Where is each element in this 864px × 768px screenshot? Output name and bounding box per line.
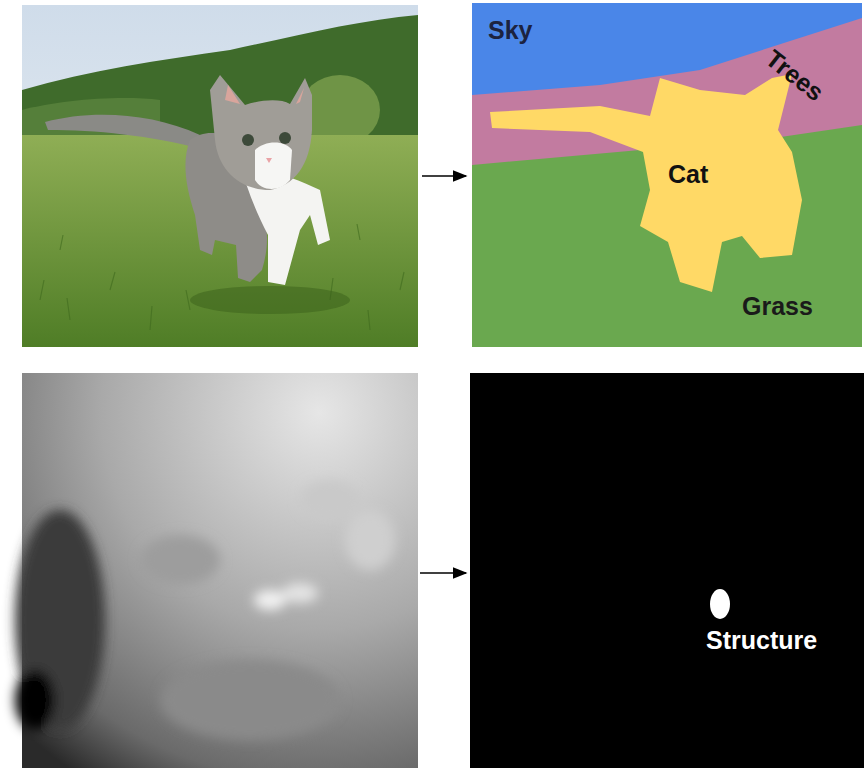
- segmentation-map: [472, 3, 862, 347]
- label-holder: Grass: [742, 292, 813, 321]
- region-label: Cat: [668, 160, 708, 189]
- region-label: Grass: [742, 292, 813, 321]
- grayscale-image: [15, 373, 418, 768]
- region-label: Structure: [706, 626, 817, 655]
- label-holder: Structure: [706, 626, 817, 655]
- kitten-photo: [22, 5, 418, 347]
- label-holder: Sky: [488, 16, 532, 45]
- arrow: [422, 175, 466, 177]
- region-label: Sky: [488, 16, 532, 45]
- label-holder: Cat: [668, 160, 708, 189]
- mask-image: [470, 373, 864, 768]
- arrow: [420, 572, 466, 574]
